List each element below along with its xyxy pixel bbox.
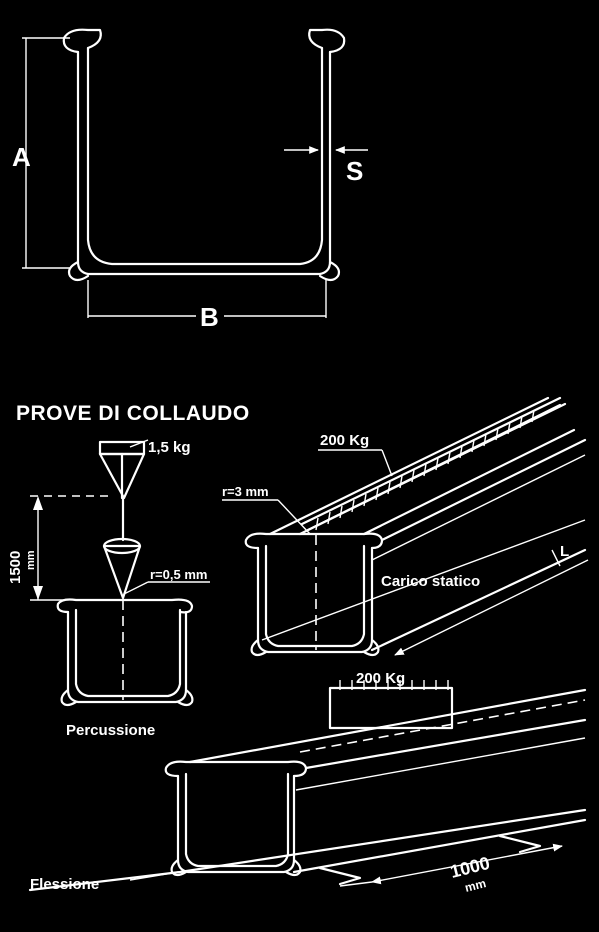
percussion-label: Percussione: [66, 722, 155, 739]
static-load-value: 200 Kg: [320, 432, 369, 449]
percussion-test: [30, 439, 210, 707]
edge-radius-label: r=3 mm: [222, 484, 269, 499]
dimension-b-label: B: [200, 302, 219, 332]
flexion-label: Flessione: [30, 876, 99, 893]
drop-height-label: 1500: [7, 551, 24, 584]
profile-cross-section: [22, 28, 368, 318]
span-unit: mm: [463, 876, 487, 895]
flex-load-value: 200 Kg: [356, 670, 405, 687]
static-load-test: [222, 396, 589, 657]
dimension-a-label: A: [12, 142, 31, 172]
thickness-s-label: S: [346, 156, 363, 186]
tests-title: PROVE DI COLLAUDO: [16, 402, 250, 425]
static-load-label: Carico statico: [381, 573, 480, 590]
weight-label: 1,5 kg: [148, 439, 191, 456]
flexion-test: [28, 680, 587, 892]
drop-height-unit: mm: [25, 550, 37, 570]
span-value: 1000: [448, 853, 492, 882]
length-symbol: L: [560, 543, 569, 560]
tip-radius-label: r=0,5 mm: [150, 567, 207, 582]
